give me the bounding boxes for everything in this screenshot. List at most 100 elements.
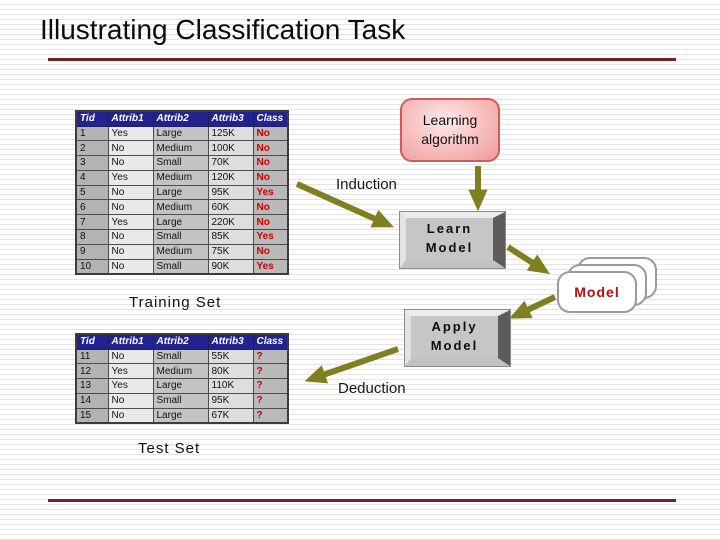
column-header: Tid [75, 110, 109, 127]
table-cell: 4 [75, 169, 109, 186]
table-cell: ? [252, 392, 289, 409]
test-set-label: Test Set [138, 440, 201, 457]
table-cell: Yes [107, 169, 154, 186]
deduction-arrow-icon [304, 346, 399, 384]
table-cell: ? [252, 378, 289, 394]
table-cell: 2 [75, 140, 109, 157]
table-cell: Yes [107, 378, 154, 394]
model-node: Model [557, 271, 637, 313]
table-cell: 6 [75, 199, 109, 216]
table-cell: 11 [75, 348, 109, 365]
table-cell: 220K [207, 214, 254, 231]
table-cell: Yes [107, 214, 154, 231]
table-cell: Large [152, 214, 209, 231]
table-cell: No [252, 140, 289, 157]
column-header: Class [252, 333, 289, 350]
table-cell: ? [252, 348, 289, 365]
table-cell: No [252, 243, 289, 260]
table-cell: 1 [75, 125, 109, 142]
table-cell: Yes [252, 184, 289, 201]
table-cell: 12 [75, 363, 109, 380]
table-cell: No [107, 258, 154, 275]
table-cell: 9 [75, 243, 109, 260]
training-set-label: Training Set [129, 294, 222, 311]
learn-to-model-arrow-icon [506, 244, 551, 275]
table-cell: Medium [152, 169, 209, 186]
table-cell: 100K [207, 140, 254, 157]
table-cell: Yes [252, 258, 289, 275]
table-cell: ? [252, 407, 289, 424]
induction-label: Induction [336, 176, 397, 193]
table-cell: Medium [152, 199, 209, 216]
table-cell: Medium [152, 140, 209, 157]
table-cell: 7 [75, 214, 109, 231]
table-cell: 90K [207, 258, 254, 275]
column-header: Class [252, 110, 289, 127]
table-cell: 5 [75, 184, 109, 201]
table-cell: Large [152, 407, 209, 424]
table-cell: No [252, 169, 289, 186]
table-cell: 13 [75, 378, 109, 394]
table-cell: Yes [252, 229, 289, 245]
table-header-row: Tid Attrib1 Attrib2 Attrib3 Class [75, 110, 289, 127]
table-cell: Yes [107, 125, 154, 142]
table-cell: 3 [75, 155, 109, 171]
table-cell: No [107, 243, 154, 260]
table-cell: No [107, 155, 154, 171]
model-label: Model [574, 284, 620, 300]
page-title: Illustrating Classification Task [40, 14, 406, 45]
column-header: Attrib2 [152, 333, 209, 350]
table-cell: 120K [207, 169, 254, 186]
table-cell: 70K [207, 155, 254, 171]
table-cell: Small [152, 155, 209, 171]
table-cell: 85K [207, 229, 254, 245]
table-cell: 95K [207, 184, 254, 201]
learn-model-node: Learn Model [400, 212, 505, 268]
table-cell: No [107, 199, 154, 216]
table-cell: 67K [207, 407, 254, 424]
table-cell: Medium [152, 243, 209, 260]
table-cell: Small [152, 348, 209, 365]
column-header: Attrib1 [107, 110, 154, 127]
table-cell: No [252, 155, 289, 171]
table-header-row: Tid Attrib1 Attrib2 Attrib3 Class [75, 333, 289, 350]
table-cell: No [252, 125, 289, 142]
model-to-apply-arrow-icon [509, 294, 557, 319]
learning-algorithm-label-line2: algorithm [421, 131, 479, 147]
table-cell: 15 [75, 407, 109, 424]
table-cell: No [107, 392, 154, 409]
column-header: Attrib1 [107, 333, 154, 350]
table-cell: Medium [152, 363, 209, 380]
apply-model-label-line2: Model [430, 338, 479, 353]
table-cell: 125K [207, 125, 254, 142]
table-cell: Small [152, 392, 209, 409]
table-cell: Small [152, 258, 209, 275]
column-header: Attrib3 [207, 333, 254, 350]
learn-model-label-line1: Learn [426, 221, 473, 237]
table-cell: 8 [75, 229, 109, 245]
apply-model-node: Apply Model [405, 310, 510, 366]
deduction-label: Deduction [338, 380, 406, 397]
table-cell: 55K [207, 348, 254, 365]
column-header: Attrib3 [207, 110, 254, 127]
apply-model-label-line1: Apply [431, 319, 478, 335]
table-cell: 80K [207, 363, 254, 380]
table-cell: Large [152, 125, 209, 142]
table-cell: Large [152, 184, 209, 201]
table-cell: No [252, 214, 289, 231]
table-cell: No [107, 140, 154, 157]
